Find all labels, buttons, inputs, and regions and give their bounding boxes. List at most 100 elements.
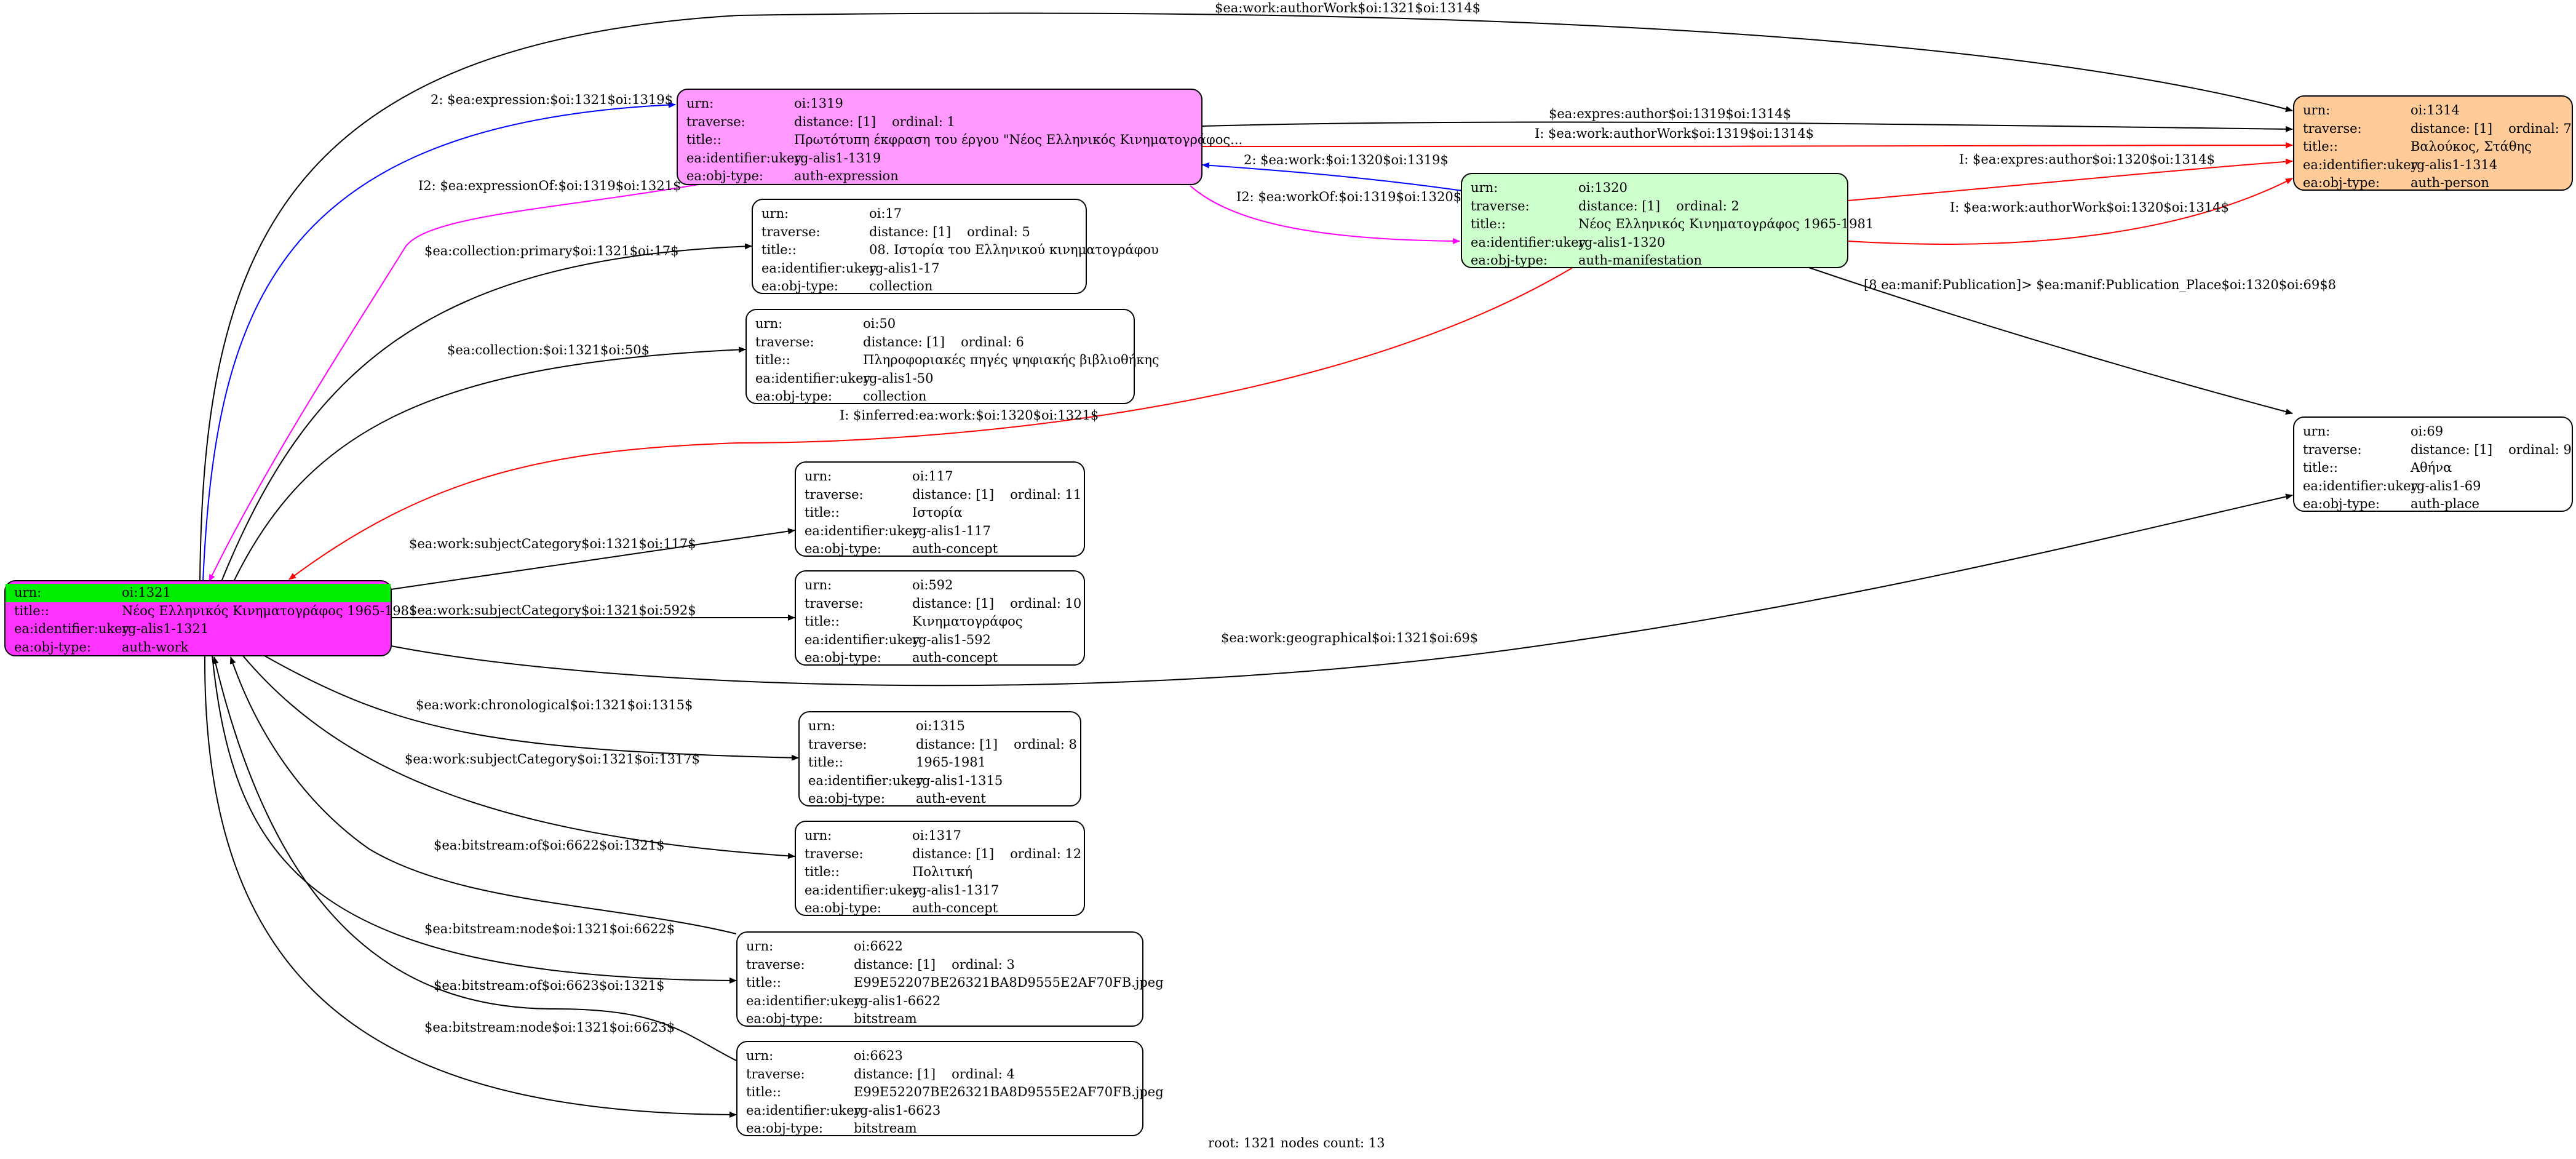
node-row-traverse: traverse:distance: [1]ordinal: 12 (805, 846, 1082, 861)
edge-label-e15: $ea:work:subjectCategory$oi:1321$oi:592$ (409, 603, 696, 618)
node-row-title: title::Πολιτική (805, 864, 973, 879)
edge-label-e2: 2: $ea:expression:$oi:1321$oi:1319$ (431, 92, 674, 107)
edge-e12 (233, 346, 746, 582)
edge-label-e1: $ea:work:authorWork$oi:1321$oi:1314$ (1215, 1, 1481, 15)
edge-e1 (199, 12, 2293, 582)
edge-label-e20: $ea:bitstream:node$oi:1321$oi:6622$ (424, 922, 675, 936)
node-oi-1315[interactable]: urn:oi:1315 traverse:distance: [1]ordina… (798, 711, 1081, 807)
node-row-traverse: traverse:distance: [1]ordinal: 11 (805, 487, 1082, 502)
node-row-title: title::E99E52207BE26321BA8D9555E2AF70FB.… (746, 1085, 1164, 1099)
node-row-traverse: traverse:distance: [1]ordinal: 7 (2303, 121, 2572, 136)
node-row-urn: urn:oi:1314 (2303, 103, 2460, 117)
node-row-objtype: ea:obj-type:auth-place (2303, 496, 2479, 511)
node-row-objtype: ea:obj-type:auth-manifestation (1471, 253, 1703, 268)
edge-e3 (209, 184, 699, 582)
node-row-urn: urn:oi:1317 (805, 828, 961, 843)
node-row-objtype: ea:obj-type:auth-event (808, 791, 986, 806)
node-row-traverse: traverse:distance: [1]ordinal: 8 (808, 736, 1077, 752)
node-row-title: title::Πρωτότυπη έκφραση του έργου "Νέος… (686, 132, 1243, 147)
edge-label-e16: $ea:work:geographical$oi:1321$oi:69$ (1221, 631, 1479, 645)
node-oi-1314[interactable]: urn:oi:1314 traverse:distance: [1]ordina… (2293, 95, 2573, 191)
edge-e7 (1190, 185, 1460, 244)
edge-label-e4: $ea:expres:author$oi:1319$oi:1314$ (1549, 106, 1791, 121)
node-row-traverse: traverse:distance: [1]ordinal: 1 (686, 114, 955, 129)
node-row-title: title::Κινηματογράφος (805, 614, 1023, 629)
node-oi-69[interactable]: urn:oi:69 traverse:distance: [1]ordinal:… (2293, 416, 2573, 512)
node-oi-592[interactable]: urn:oi:592 traverse:distance: [1]ordinal… (795, 570, 1085, 666)
node-row-objtype: ea:obj-type:collection (755, 389, 927, 404)
node-row-urn: urn:oi:1320 (1471, 180, 1628, 195)
node-row-title: title::Νέος Ελληνικός Κινηματογράφος 196… (1471, 217, 1874, 231)
node-row-urn: urn:oi:1315 (808, 719, 965, 733)
node-oi-6623[interactable]: urn:oi:6623 traverse:distance: [1]ordina… (736, 1041, 1164, 1136)
node-row-objtype: ea:obj-type:bitstream (746, 1011, 917, 1026)
node-row-traverse: traverse:distance: [1]ordinal: 3 (746, 957, 1015, 972)
edge-label-e11: $ea:collection:primary$oi:1321$oi:17$ (424, 244, 679, 258)
edge-label-e5: I: $ea:work:authorWork$oi:1319$oi:1314$ (1535, 126, 1814, 141)
edge-e6 (1202, 162, 1463, 191)
graph-footer: root: 1321 nodes count: 13 (1208, 1136, 1385, 1150)
node-row-urn: urn:oi:50 (755, 316, 896, 331)
node-row-objtype: ea:obj-type:auth-concept (805, 901, 998, 915)
node-oi-117[interactable]: urn:oi:117 traverse:distance: [1]ordinal… (795, 461, 1085, 557)
edge-label-e19: $ea:bitstream:of$oi:6622$oi:1321$ (434, 838, 665, 853)
edge-e18 (242, 655, 795, 859)
edge-e16 (391, 493, 2293, 687)
edge-label-e22: $ea:bitstream:node$oi:1321$oi:6623$ (424, 1020, 675, 1035)
edge-e8 (1848, 158, 2293, 201)
node-row-objtype: ea:obj-type:auth-work (14, 639, 189, 655)
node-row-title: title::E99E52207BE26321BA8D9555E2AF70FB.… (746, 975, 1164, 990)
edge-e20 (212, 655, 737, 984)
node-row-title: title::Βαλούκος, Στάθης (2303, 139, 2532, 154)
edge-label-e21: $ea:bitstream:of$oi:6623$oi:1321$ (434, 978, 665, 993)
node-row-urn: urn:oi:1321 (6, 584, 391, 602)
edge-label-e9: I: $ea:work:authorWork$oi:1320$oi:1314$ (1950, 200, 2229, 215)
node-oi-6622[interactable]: urn:oi:6622 traverse:distance: [1]ordina… (736, 931, 1164, 1027)
node-row-urn: urn:oi:117 (805, 469, 953, 484)
edge-label-e18: $ea:work:subjectCategory$oi:1321$oi:1317… (405, 752, 701, 767)
node-row-objtype: ea:obj-type:bitstream (746, 1121, 917, 1136)
edge-label-e10: [8 ea:manif:Publication]> $ea:manif:Publ… (1864, 277, 2336, 292)
edge-e19 (229, 656, 737, 934)
node-row-title: title::08. Ιστορία του Ελληνικού κινηματ… (761, 242, 1159, 257)
node-row-title: title::Νέος Ελληνικός Κινηματογράφος 196… (14, 603, 418, 618)
node-row-urn: urn:oi:1319 (686, 96, 843, 111)
edge-e9 (1848, 178, 2293, 245)
node-row-objtype: ea:obj-type:auth-concept (805, 650, 998, 665)
edge-label-e14: $ea:work:subjectCategory$oi:1321$oi:117$ (409, 536, 696, 551)
node-row-title: title::Αθήνα (2303, 460, 2452, 475)
node-oi-50[interactable]: urn:oi:50 traverse:distance: [1]ordinal:… (745, 309, 1159, 404)
node-oi-1317[interactable]: urn:oi:1317 traverse:distance: [1]ordina… (795, 821, 1085, 916)
edge-e4 (1202, 121, 2293, 132)
node-oi-1320[interactable]: urn:oi:1320 traverse:distance: [1]ordina… (1461, 173, 1874, 268)
edge-e11 (221, 243, 752, 582)
node-row-traverse: traverse:distance: [1]ordinal: 4 (746, 1066, 1015, 1081)
node-oi-17[interactable]: urn:oi:17 traverse:distance: [1]ordinal:… (752, 199, 1159, 294)
node-row-urn: urn:oi:69 (2303, 424, 2444, 439)
node-row-traverse: traverse:distance: [1]ordinal: 9 (2303, 442, 2572, 457)
node-oi-1319[interactable]: urn:oi:1319 traverse:distance: [1]ordina… (677, 89, 1243, 185)
edge-e10 (1805, 266, 2293, 415)
node-row-urn: urn:oi:6622 (746, 939, 903, 954)
node-oi-1321[interactable]: urn:oi:1321 title::Νέος Ελληνικός Κινημα… (4, 580, 418, 656)
edge-label-e13: I: $inferred:ea:work:$oi:1320$oi:1321$ (840, 408, 1099, 423)
edge-e22 (204, 655, 737, 1118)
edge-e13 (288, 266, 1575, 580)
node-row-title: title::1965-1981 (808, 755, 986, 770)
node-row-objtype: ea:obj-type:auth-concept (805, 541, 998, 556)
edge-label-e7: I2: $ea:workOf:$oi:1319$oi:1320$ (1236, 189, 1462, 204)
edge-e17 (264, 655, 799, 761)
edge-label-e12: $ea:collection:$oi:1321$oi:50$ (447, 343, 650, 357)
node-row-urn: urn:oi:6623 (746, 1048, 903, 1063)
